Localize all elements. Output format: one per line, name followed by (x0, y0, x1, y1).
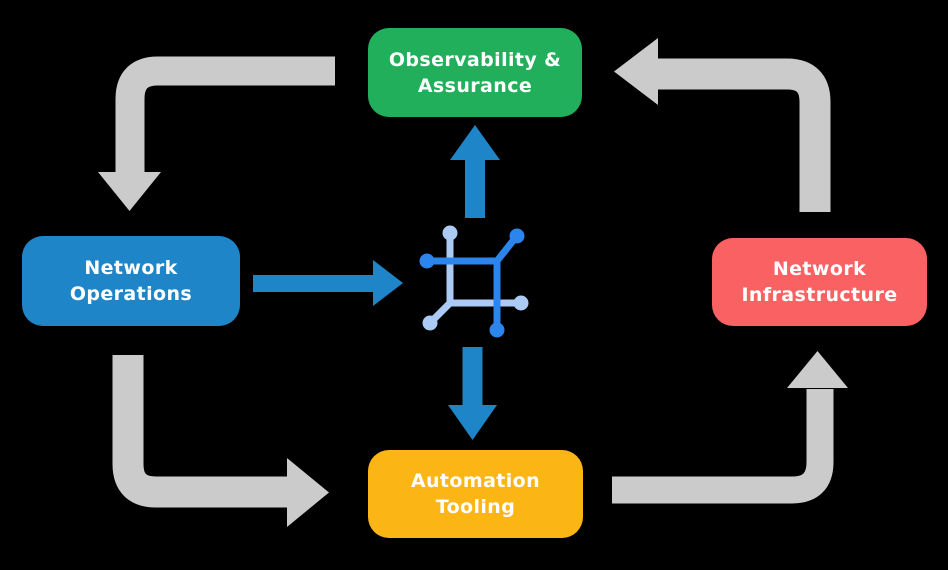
node-network-operations-label: Network Operations (69, 257, 193, 305)
node-automation-tooling: Automation Tooling (368, 450, 583, 538)
flow-arrow-observability-to-operations (98, 56, 335, 211)
flow-arrow-operations-to-center (253, 260, 403, 306)
flow-arrow-center-to-tooling (448, 347, 497, 440)
flow-arrow-tooling-to-infrastructure (612, 351, 848, 504)
node-network-operations: Network Operations (22, 236, 240, 326)
node-observability-assurance: Observability & Assurance (368, 28, 582, 117)
node-network-infrastructure-label: Network Infrastructure (741, 258, 898, 306)
flow-arrow-infrastructure-to-observability (614, 38, 831, 212)
node-network-infrastructure: Network Infrastructure (712, 238, 927, 326)
flow-arrow-operations-to-tooling (112, 355, 329, 527)
flow-arrow-center-to-observability (450, 125, 500, 218)
node-observability-assurance-label: Observability & Assurance (388, 48, 562, 97)
network-nodes-icon (419, 225, 529, 338)
node-automation-tooling-label: Automation Tooling (410, 470, 541, 518)
